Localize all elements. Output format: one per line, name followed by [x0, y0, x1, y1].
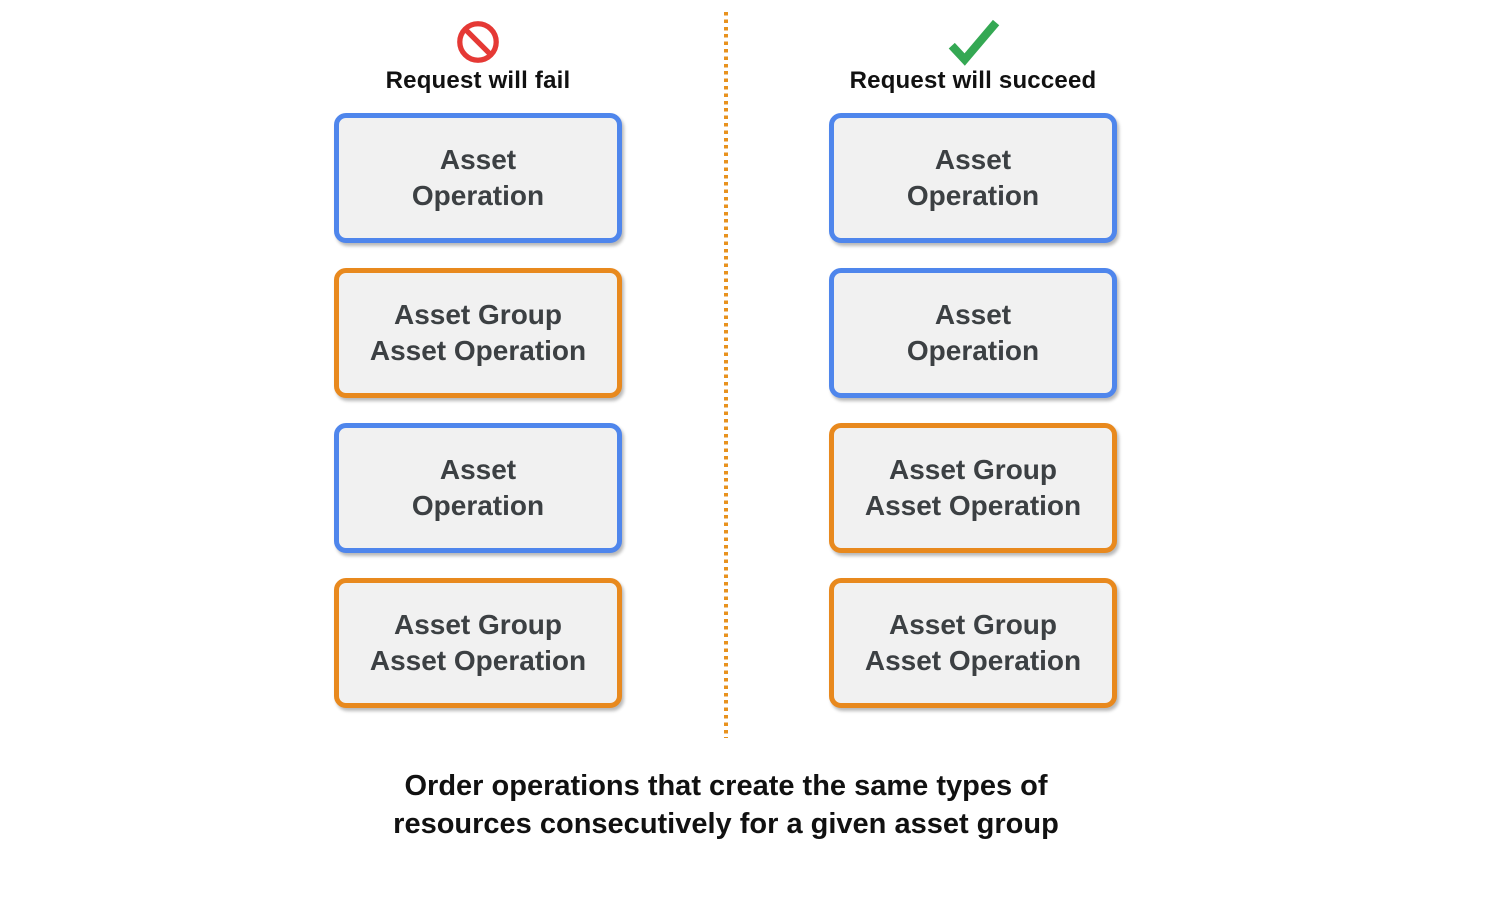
caption: Order operations that create the same ty… [276, 768, 1176, 843]
asset-operation-box: Asset Operation [334, 113, 622, 243]
box-label-line: Asset Group [393, 608, 563, 640]
caption-line-1: Order operations that create the same ty… [404, 770, 1048, 802]
succeed-column: Request will succeed Asset Operation Ass… [829, 0, 1117, 733]
asset-group-asset-operation-box: Asset Group Asset Operation [829, 578, 1117, 708]
succeed-column-title: Request will succeed [849, 67, 1097, 94]
succeed-column-header: Request will succeed [829, 0, 1117, 113]
asset-group-asset-operation-box: Asset Group Asset Operation [334, 578, 622, 708]
box-label-line: Asset [439, 143, 517, 175]
check-icon [943, 18, 1003, 66]
asset-operation-box: Asset Operation [334, 423, 622, 553]
box-label-line: Asset Group [888, 608, 1058, 640]
asset-group-asset-operation-box: Asset Group Asset Operation [334, 268, 622, 398]
fail-column: Request will fail Asset Operation Asset … [334, 0, 622, 733]
asset-group-asset-operation-box: Asset Group Asset Operation [829, 423, 1117, 553]
asset-operation-box: Asset Operation [829, 268, 1117, 398]
box-label-line: Asset Operation [369, 335, 587, 366]
box-label-line: Operation [411, 180, 545, 211]
prohibition-icon [455, 18, 501, 66]
box-label-line: Asset Operation [864, 645, 1082, 676]
box-label-line: Asset [934, 298, 1012, 330]
fail-column-title: Request will fail [385, 67, 571, 94]
box-label-line: Asset Operation [369, 645, 587, 676]
asset-operation-box: Asset Operation [829, 113, 1117, 243]
box-label-line: Asset Operation [864, 490, 1082, 521]
column-divider [724, 12, 728, 738]
box-label-line: Asset Group [888, 453, 1058, 485]
box-label-line: Asset [439, 453, 517, 485]
box-label-line: Asset Group [393, 298, 563, 330]
fail-column-header: Request will fail [334, 0, 622, 113]
box-label-line: Operation [906, 180, 1040, 211]
box-label-line: Operation [411, 490, 545, 521]
box-label-line: Operation [906, 335, 1040, 366]
box-label-line: Asset [934, 143, 1012, 175]
caption-line-2: resources consecutively for a given asse… [393, 807, 1059, 840]
